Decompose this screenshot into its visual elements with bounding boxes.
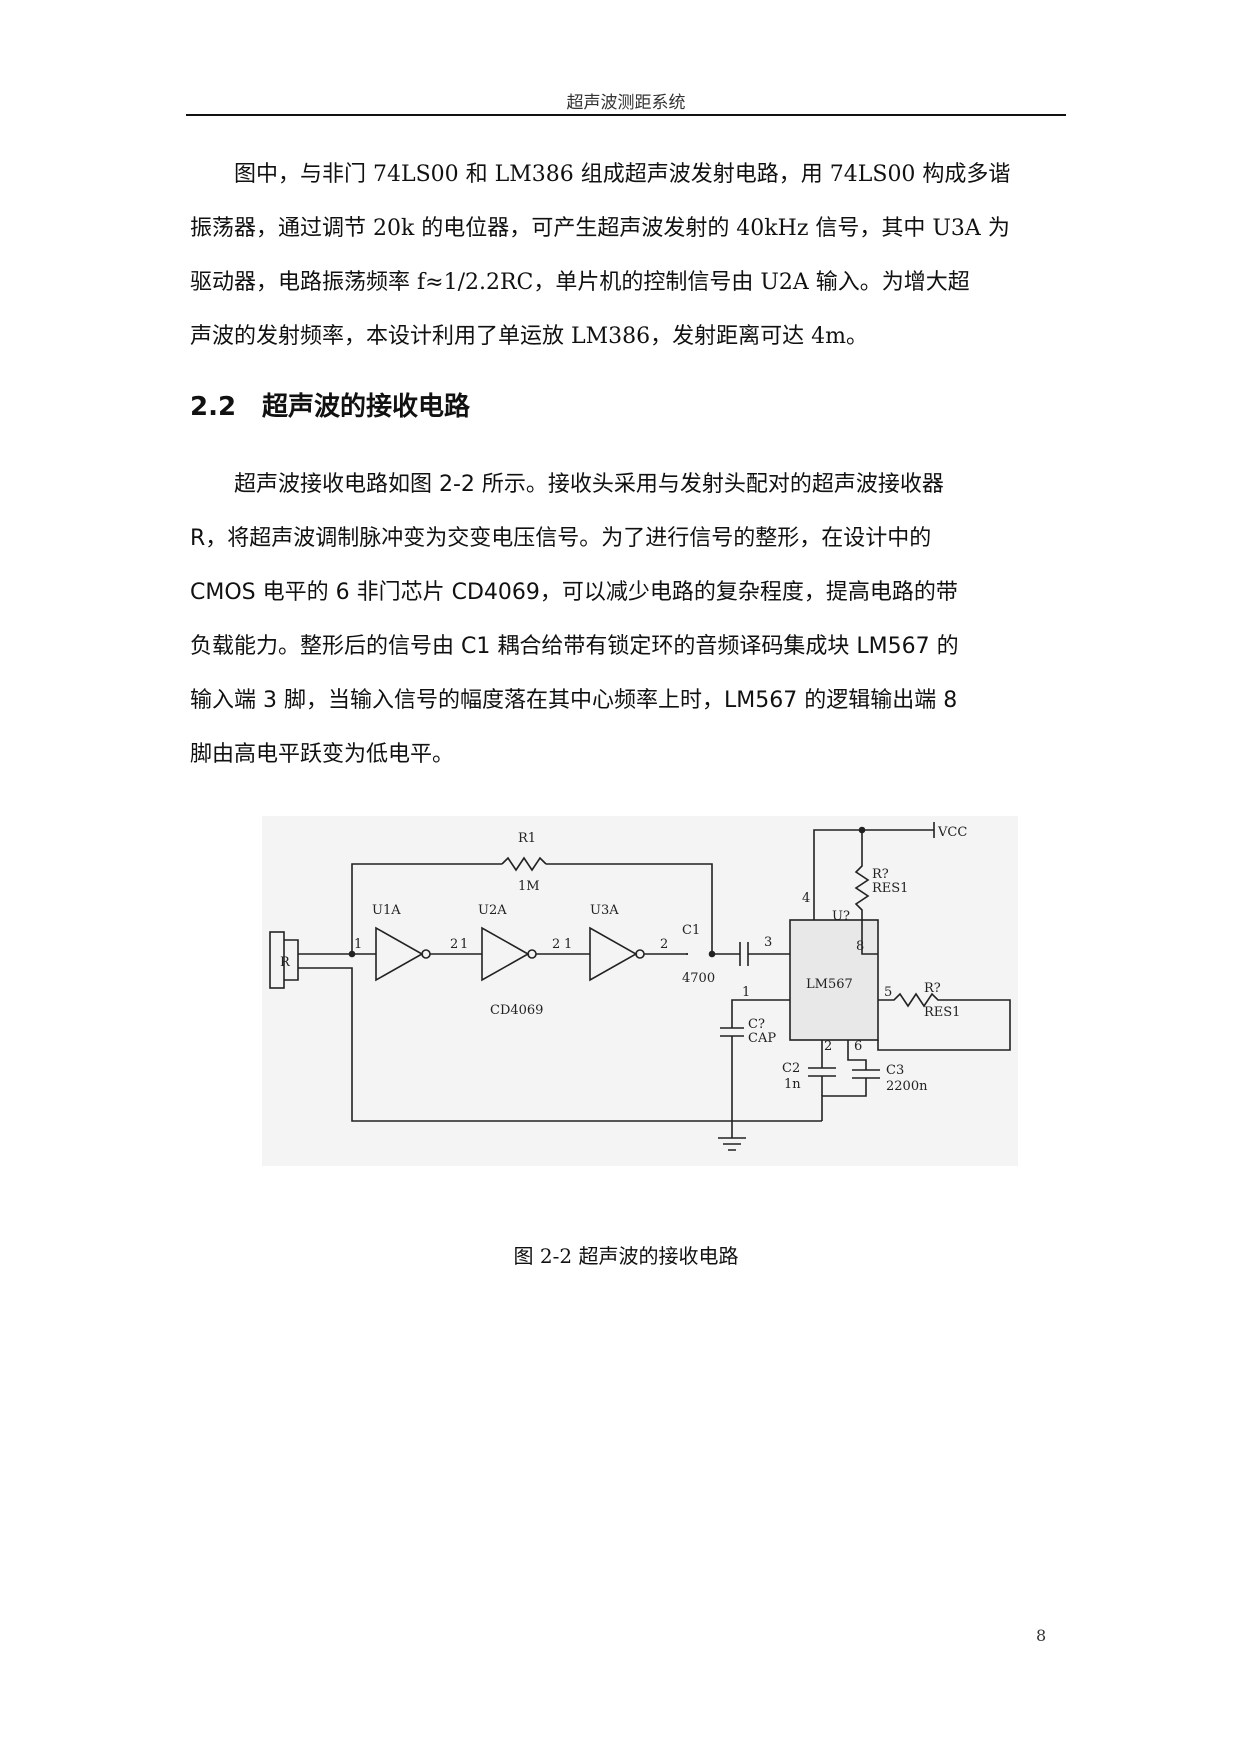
pin-label: 1 — [460, 937, 468, 952]
c-cap-value: CAP — [748, 1031, 776, 1046]
header-rule — [186, 114, 1066, 116]
u-label: U? — [832, 909, 850, 924]
receiver-circuit-diagram: R R1 1M U1A 1 2 1 U2A 2 1 U3A 2 — [269, 822, 1011, 1151]
paragraph-line: 驱动器，电路振荡频率 f≈1/2.2RC，单片机的控制信号由 U2A 输入。为增… — [190, 270, 970, 295]
c3-value: 2200n — [886, 1079, 928, 1094]
pin-label: 2 — [660, 937, 668, 952]
c1-label: C1 — [682, 923, 700, 938]
r-top-label: R? — [872, 867, 889, 882]
circuit-figure: R R1 1M U1A 1 2 1 U2A 2 1 U3A 2 — [262, 816, 1018, 1166]
c3-label: C3 — [886, 1063, 904, 1078]
section-heading: 2.2 超声波的接收电路 — [190, 386, 470, 423]
u3a-label: U3A — [590, 903, 619, 918]
pin-label: 1 — [742, 985, 750, 1000]
paragraph-line: 图中，与非门 74LS00 和 LM386 组成超声波发射电路，用 74LS00… — [190, 162, 1011, 187]
r-right-label: R? — [924, 981, 941, 996]
page-number: 8 — [1036, 1626, 1047, 1645]
pin-label: 3 — [764, 935, 772, 950]
pin-label: 5 — [884, 985, 892, 1000]
ground-icon — [718, 1121, 746, 1151]
r1-value: 1M — [518, 879, 540, 894]
receiver-transducer — [269, 931, 299, 989]
paragraph-line: 声波的发射频率，本设计利用了单运放 LM386，发射距离可达 4m。 — [190, 324, 868, 349]
vcc-label: VCC — [937, 825, 967, 840]
pin-label: 2 — [552, 937, 560, 952]
paragraph-line: 超声波接收电路如图 2-2 所示。接收头采用与发射头配对的超声波接收器 — [190, 472, 944, 497]
r-right-value: RES1 — [924, 1005, 960, 1020]
pin-label: 2 — [450, 937, 458, 952]
chip-name-label: CD4069 — [490, 1003, 543, 1018]
c2-value: 1n — [784, 1077, 801, 1092]
r-top-value: RES1 — [872, 881, 908, 896]
pin-label: 1 — [564, 937, 572, 952]
pin-label: 6 — [854, 1039, 862, 1054]
paragraph-line: R，将超声波调制脉冲变为交变电压信号。为了进行信号的整形，在设计中的 — [190, 526, 932, 551]
pin-label: 8 — [856, 939, 864, 954]
running-header: 超声波测距系统 — [566, 93, 686, 113]
u2a-label: U2A — [478, 903, 507, 918]
section-title-text: 超声波的接收电路 — [262, 392, 471, 422]
c2-label: C2 — [782, 1061, 800, 1076]
paragraph-transmitter: 图中，与非门 74LS00 和 LM386 组成超声波发射电路，用 74LS00… — [190, 148, 1058, 364]
paragraph-receiver: 超声波接收电路如图 2-2 所示。接收头采用与发射头配对的超声波接收器 R，将超… — [190, 458, 1058, 782]
c-cap-label: C? — [748, 1017, 765, 1032]
pin-label: 4 — [802, 891, 810, 906]
paragraph-line: 振荡器，通过调节 20k 的电位器，可产生超声波发射的 40kHz 信号，其中 … — [190, 216, 1010, 241]
pin-label: 2 — [824, 1039, 832, 1054]
r1-label: R1 — [518, 831, 536, 846]
paragraph-line: CMOS 电平的 6 非门芯片 CD4069，可以减少电路的复杂程度，提高电路的… — [190, 580, 958, 605]
receiver-label: R — [280, 955, 291, 970]
paragraph-line: 输入端 3 脚，当输入信号的幅度落在其中心频率上时，LM567 的逻辑输出端 8 — [190, 688, 958, 713]
section-number: 2.2 — [190, 392, 237, 422]
pin-label: 1 — [354, 937, 362, 952]
paragraph-line: 负载能力。整形后的信号由 C1 耦合给带有锁定环的音频译码集成块 LM567 的 — [190, 634, 959, 659]
c1-value: 4700 — [682, 971, 715, 986]
lm567-label: LM567 — [806, 977, 853, 992]
paragraph-line: 脚由高电平跃变为低电平。 — [190, 742, 455, 767]
u1a-label: U1A — [372, 903, 401, 918]
figure-caption: 图 2-2 超声波的接收电路 — [513, 1244, 739, 1268]
